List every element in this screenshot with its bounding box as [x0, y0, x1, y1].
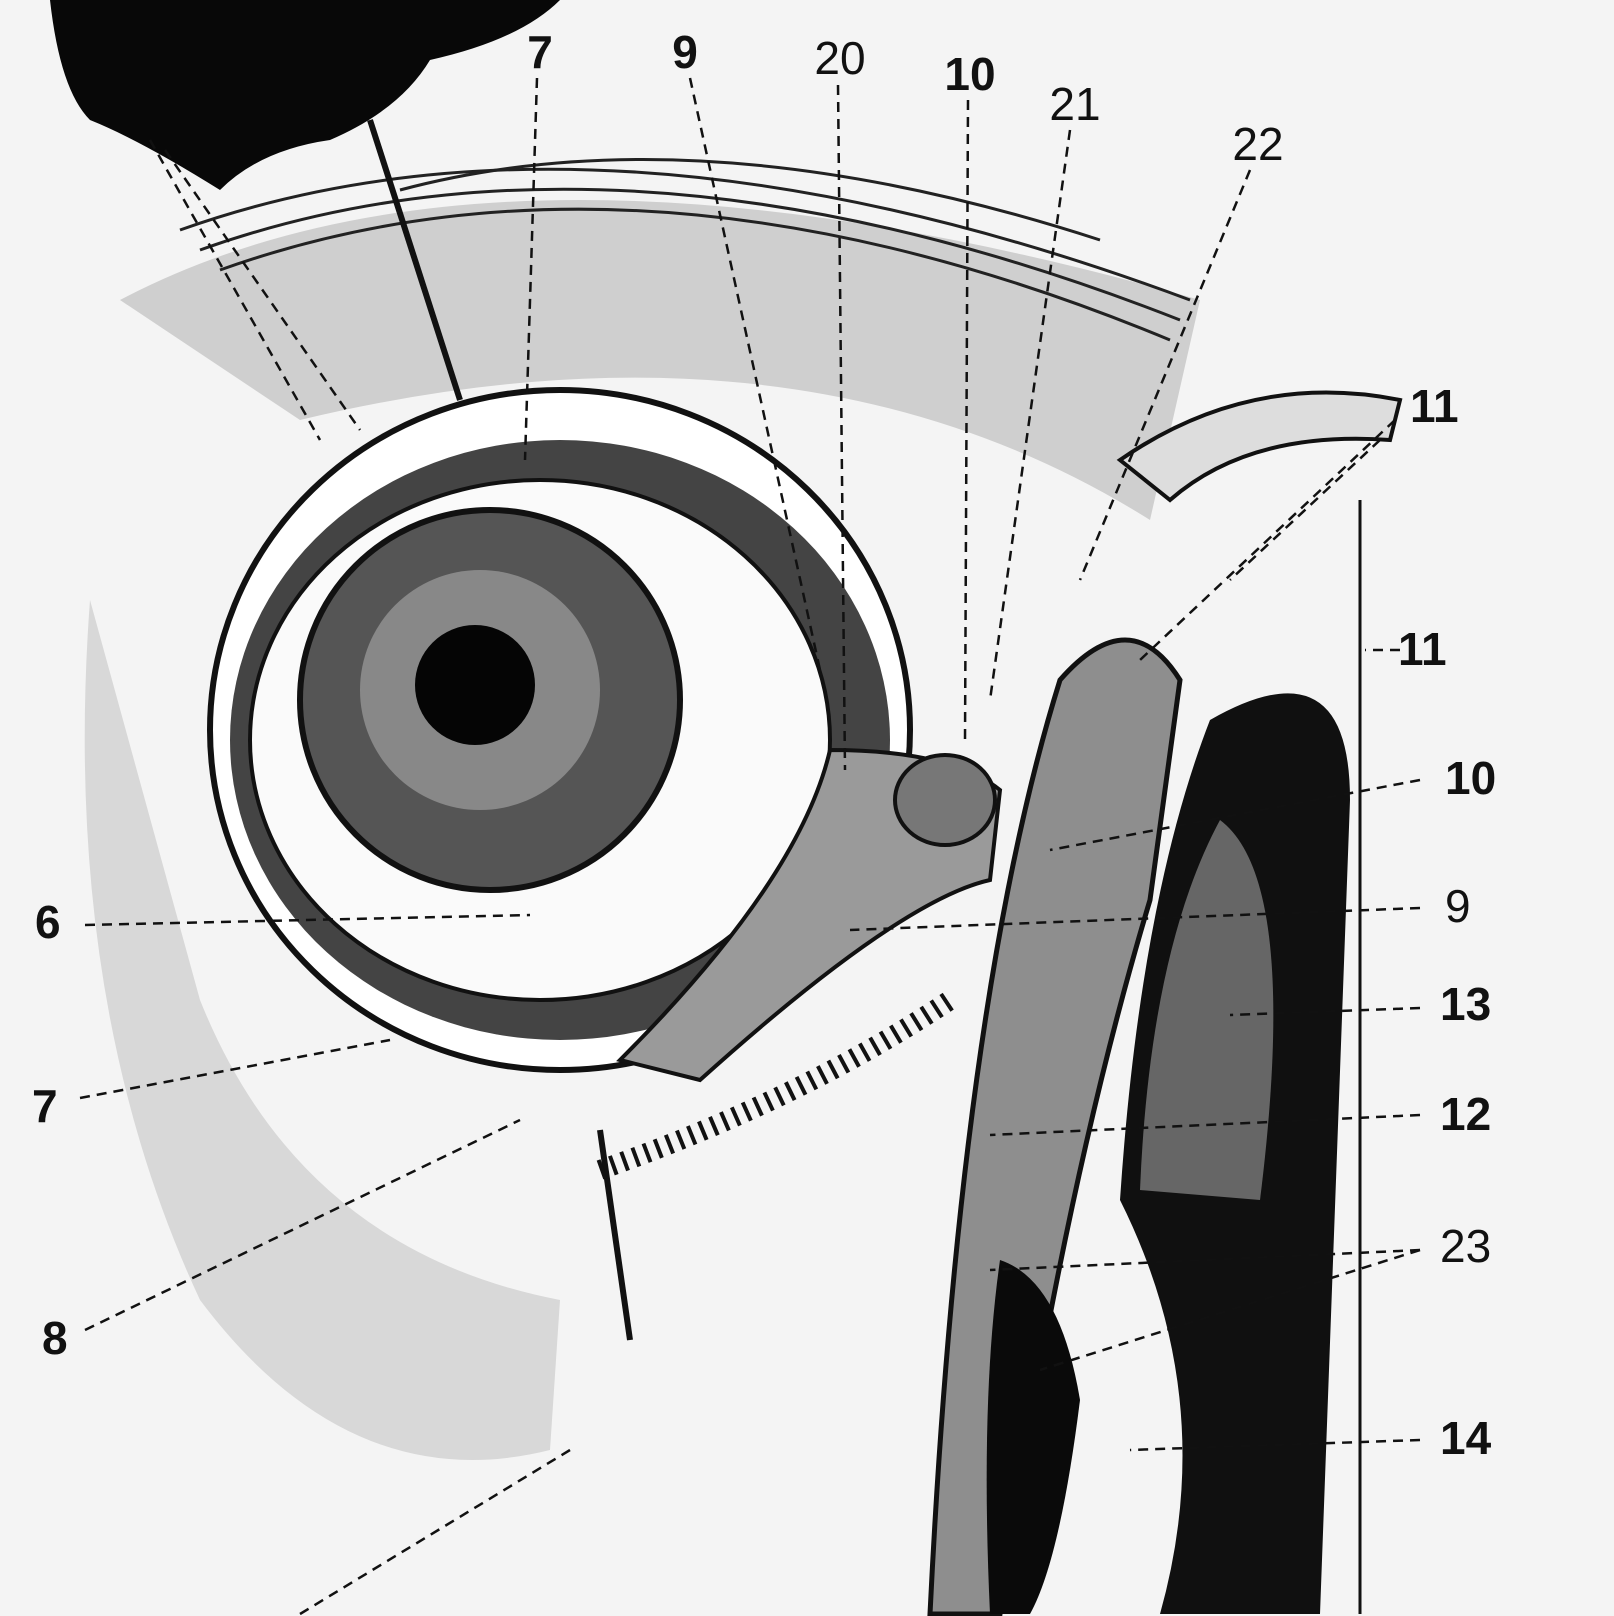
label-20: 20	[814, 32, 865, 84]
brow-skin	[120, 200, 1200, 520]
inferior-turbinate	[1140, 820, 1274, 1200]
nasal-bone	[1116, 390, 1403, 503]
cheek-shading	[84, 600, 561, 1460]
label-21: 21	[1049, 78, 1100, 130]
label-11-lower: 11	[1398, 623, 1447, 675]
label-9-right: 9	[1445, 880, 1471, 932]
label-12: 12	[1440, 1088, 1491, 1140]
nasolacrimal-duct-opening	[986, 1260, 1080, 1614]
label-9-top: 9	[672, 26, 698, 78]
label-7-top: 7	[527, 26, 553, 78]
label-13: 13	[1440, 978, 1491, 1030]
label-8: 8	[42, 1312, 68, 1364]
pupil	[415, 625, 535, 745]
label-11-upper: 11	[1410, 380, 1459, 432]
label-22: 22	[1232, 118, 1283, 170]
eyebrow	[179, 158, 1191, 342]
label-7-left: 7	[32, 1080, 58, 1132]
lower-retractor	[597, 1129, 633, 1341]
dark-background-blob	[50, 0, 560, 190]
leader-lines	[79, 77, 1421, 1616]
upper-retractor	[367, 119, 463, 401]
label-10-top: 10	[944, 48, 995, 100]
label-6: 6	[35, 896, 61, 948]
label-10-right: 10	[1445, 752, 1496, 804]
label-23: 23	[1440, 1220, 1491, 1272]
label-14: 14	[1440, 1412, 1492, 1464]
lacrimal-caruncle	[893, 753, 997, 847]
